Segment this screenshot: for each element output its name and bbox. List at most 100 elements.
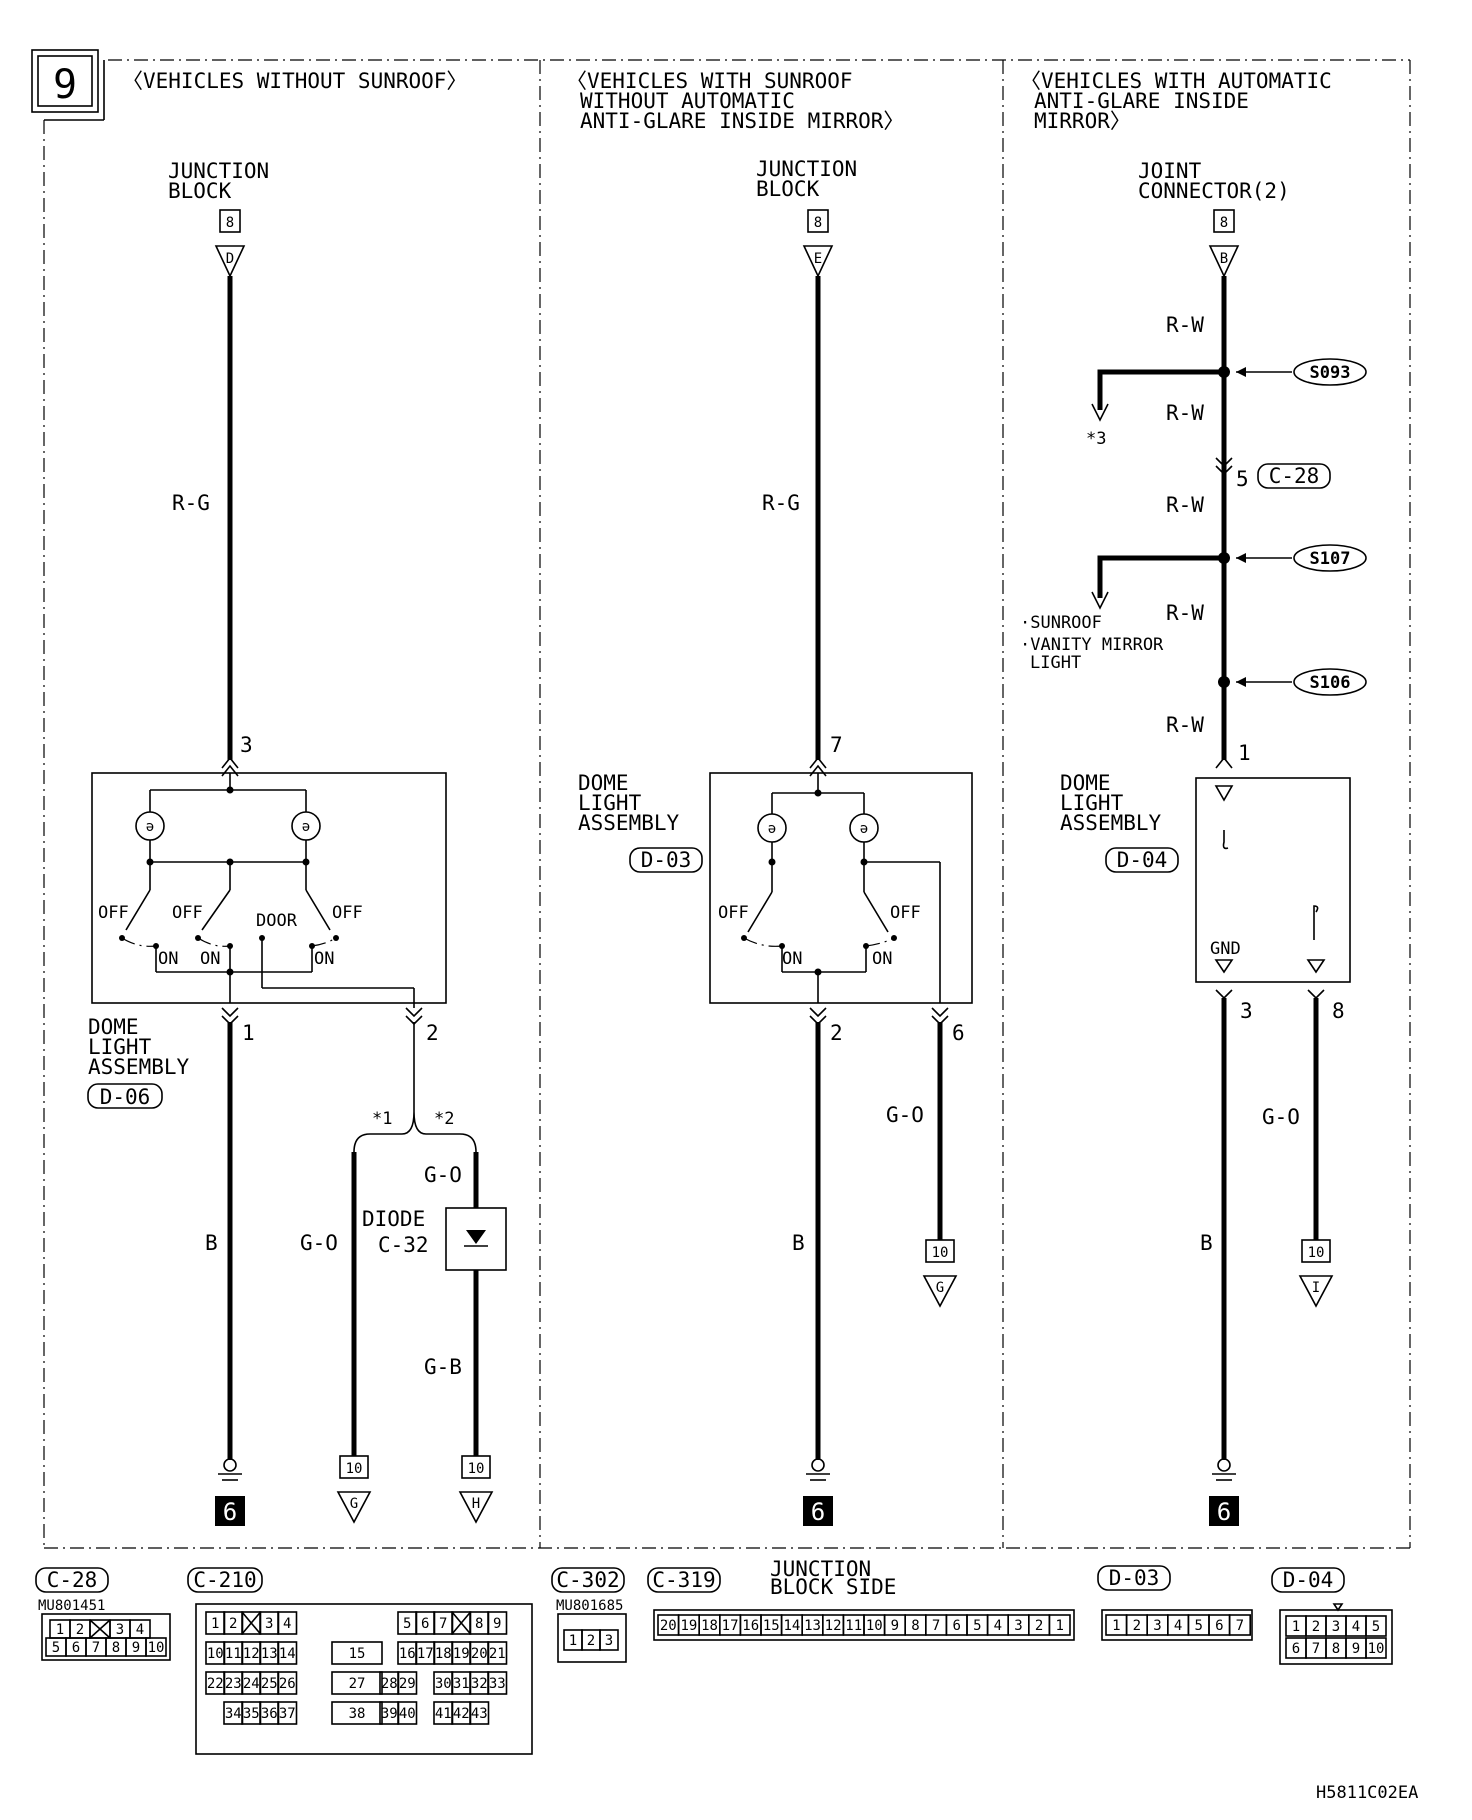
assembly-label: LIGHT [88,1035,152,1059]
pin-number: 5 [1236,467,1249,491]
section-middle-heading: ANTI-GLARE INSIDE MIRROR〉 [580,109,904,133]
pin-number: 1 [1238,741,1251,765]
pin-number: 8 [1332,999,1345,1023]
connector-pin-label: 5 [1372,1619,1380,1635]
connector-pin-cell [487,1611,508,1635]
connector-pin-cell [277,1701,298,1725]
connector-pin-label: 10 [148,1640,165,1656]
connector-pin-label: 43 [471,1706,488,1722]
svg-text:ə: ə [860,821,868,837]
wire-color-label: R-W [1166,401,1204,425]
connector-pin-label: 4 [136,1622,144,1638]
connector-pin-cell [1048,1614,1071,1636]
connector-pin-label: 21 [489,1646,506,1662]
pin-number: 3 [240,733,253,757]
splice-ref: S106 [1310,673,1351,693]
connector-pin-label: 20 [471,1646,488,1662]
connector-pin-label: 9 [1352,1641,1360,1657]
source-pin: D [226,251,234,267]
connector-pin-label: 15 [349,1646,366,1662]
connector-pin-label: 11 [845,1618,862,1634]
connector-label: JUNCTION [770,1557,871,1581]
svg-text:ə: ə [768,821,776,837]
svg-text:ə: ə [302,819,310,835]
connector-pin-label: 7 [932,1618,940,1634]
connector-pin-label: 7 [1236,1618,1244,1634]
connector-pin-label: 1 [211,1616,219,1632]
terminal-pin: I [1312,1280,1320,1296]
switch-label: DOOR [256,911,298,931]
connector-pin-label: 3 [1014,1618,1022,1634]
wire-color-label: R-G [762,491,800,515]
connector-pin-label: 22 [207,1676,224,1692]
connector-pin-label: 34 [225,1706,242,1722]
switch-label: OFF [718,903,749,923]
connector-pin-cell [1228,1614,1251,1636]
switch-label: ON [200,949,220,969]
connector-pin-label: 3 [605,1633,613,1649]
connector-pin-label: 16 [742,1618,759,1634]
wire-color-label: R-G [172,491,210,515]
source-pin: B [1220,251,1228,267]
section-middle: 〈VEHICLES WITH SUNROOF WITHOUT AUTOMATIC… [566,69,973,1526]
connector-ref: C-319 [652,1568,715,1592]
source-pin-triangle [214,245,246,278]
page-number: 9 [53,62,77,108]
connector-pin-label: 6 [1215,1618,1223,1634]
connector-pin-cell [397,1671,418,1695]
connector-label: BLOCK SIDE [770,1575,896,1599]
wire-color-label: G-O [300,1231,338,1255]
connector-part-number: MU801451 [38,1598,105,1614]
source-label-line1: JUNCTION [168,159,269,183]
connector-pin-label: 7 [92,1640,100,1656]
connector-pin-label: 40 [399,1706,416,1722]
ground-ref: 6 [1217,1498,1231,1526]
assembly-label: ASSEMBLY [88,1055,190,1079]
connector-pin-label: 42 [453,1706,470,1722]
source-label-line2: BLOCK [168,179,232,203]
connector-pin-label: 6 [952,1618,960,1634]
ground-ref: 6 [811,1498,825,1526]
connector-pin-label: 19 [680,1618,697,1634]
connector-part-number: MU801685 [556,1598,623,1614]
connector-pin-label: 8 [911,1618,919,1634]
connector-pin-label: 7 [439,1616,447,1632]
section-right-heading: ANTI-GLARE INSIDE [1034,89,1249,113]
pin-number: 6 [952,1021,965,1045]
connector-pin-label: 33 [489,1676,506,1692]
section-right: 〈VEHICLES WITH AUTOMATIC ANTI-GLARE INSI… [1020,69,1367,1526]
connector-pin-label: 3 [265,1616,273,1632]
ground-ref: 6 [223,1498,237,1526]
connector-pin-label: 41 [435,1706,452,1722]
connector-pin-label: 9 [132,1640,140,1656]
assembly-label: ASSEMBLY [578,811,680,835]
connector-pin-label: 5 [403,1616,411,1632]
connector-pin-label: 2 [76,1622,84,1638]
splice-point [1218,676,1230,688]
connector-pin-label: 11 [225,1646,242,1662]
switch-label: ON [158,949,178,969]
section-middle-heading: 〈VEHICLES WITH SUNROOF [566,69,853,93]
connector-pin-label: 30 [435,1676,452,1692]
connector-ref: C-302 [556,1568,619,1592]
dome-light-assembly-box [91,772,447,1004]
switch-label: ON [872,949,892,969]
splice-ref: S093 [1310,363,1351,383]
connector-ref: C-28 [47,1568,98,1592]
connector-pin-label: 5 [1194,1618,1202,1634]
branch-note: *2 [434,1109,454,1129]
connector-pin-label: 20 [660,1618,677,1634]
connector-pin-label: 5 [973,1618,981,1634]
connector-pin-label: 10 [866,1618,883,1634]
connector-pin-label: 4 [1352,1619,1360,1635]
diagram-frame [43,59,1411,1549]
assembly-label: DOME [578,771,629,795]
connector-pin-label: 9 [493,1616,501,1632]
connector-pin-label: 26 [279,1676,296,1692]
assembly-label: ASSEMBLY [1060,811,1162,835]
connector-pin-label: 4 [283,1616,291,1632]
connector-pin-label: 32 [471,1676,488,1692]
